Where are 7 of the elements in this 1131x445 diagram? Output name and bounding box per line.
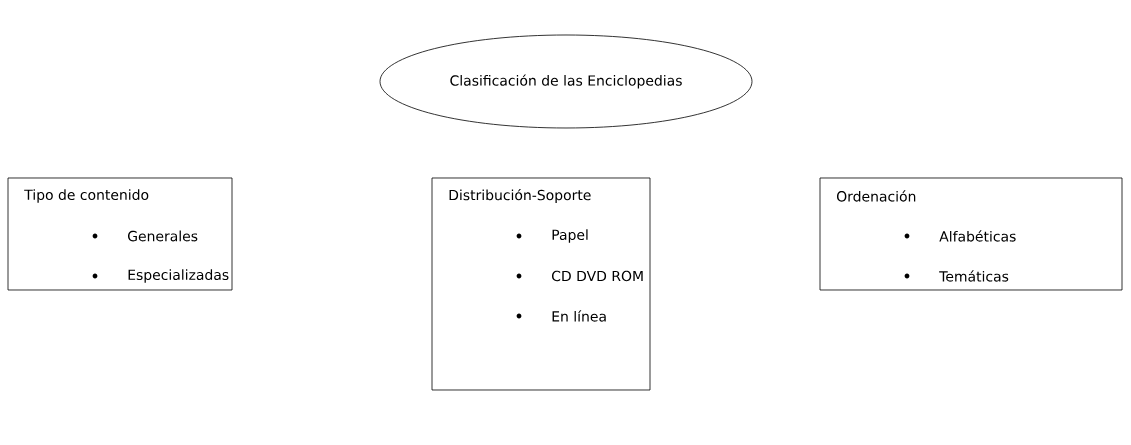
bullet-item: En línea [516,310,606,322]
bullet-item: Alfabéticas [904,230,1016,242]
bullet-item: CD DVD ROM [516,270,643,282]
bullet-item: Papel [516,229,588,243]
bullet-item: Generales [92,230,198,242]
bullet-item: Temáticas [904,270,1009,282]
bullet-item: Especializadas [92,269,229,283]
